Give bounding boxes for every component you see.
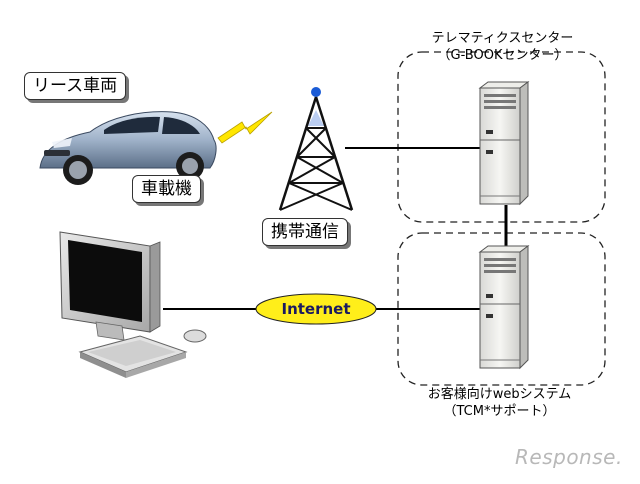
lease-vehicle-label: リース車両: [24, 72, 127, 100]
internet-cloud: [255, 293, 377, 325]
telematics-center-name: テレマティクスセンター: [431, 31, 574, 46]
onboard-device-label: 車載機: [132, 175, 201, 203]
desktop-computer-icon: [59, 231, 207, 378]
customer-system-title: お客様向けwebシステム （TCM*サポート）: [392, 386, 607, 420]
lightning-bolt-icon: [217, 111, 273, 144]
telematics-center-subtitle: （G-BOOKセンター）: [437, 48, 568, 63]
customer-system-name: お客様向けwebシステム: [427, 387, 572, 402]
internet-label: Internet: [281, 300, 351, 318]
watermark-logo: Response.: [515, 445, 623, 469]
web-server-icon: [478, 245, 530, 370]
radio-tower-icon: [278, 87, 354, 211]
car-icon: [39, 111, 217, 185]
telematics-server-icon: [478, 81, 530, 206]
customer-system-subtitle: （TCM*サポート）: [443, 404, 556, 419]
telematics-center-title: テレマティクスセンター （G-BOOKセンター）: [400, 30, 605, 64]
mobile-communication-label: 携帯通信: [262, 218, 348, 246]
telematics-center-group: [397, 51, 606, 223]
